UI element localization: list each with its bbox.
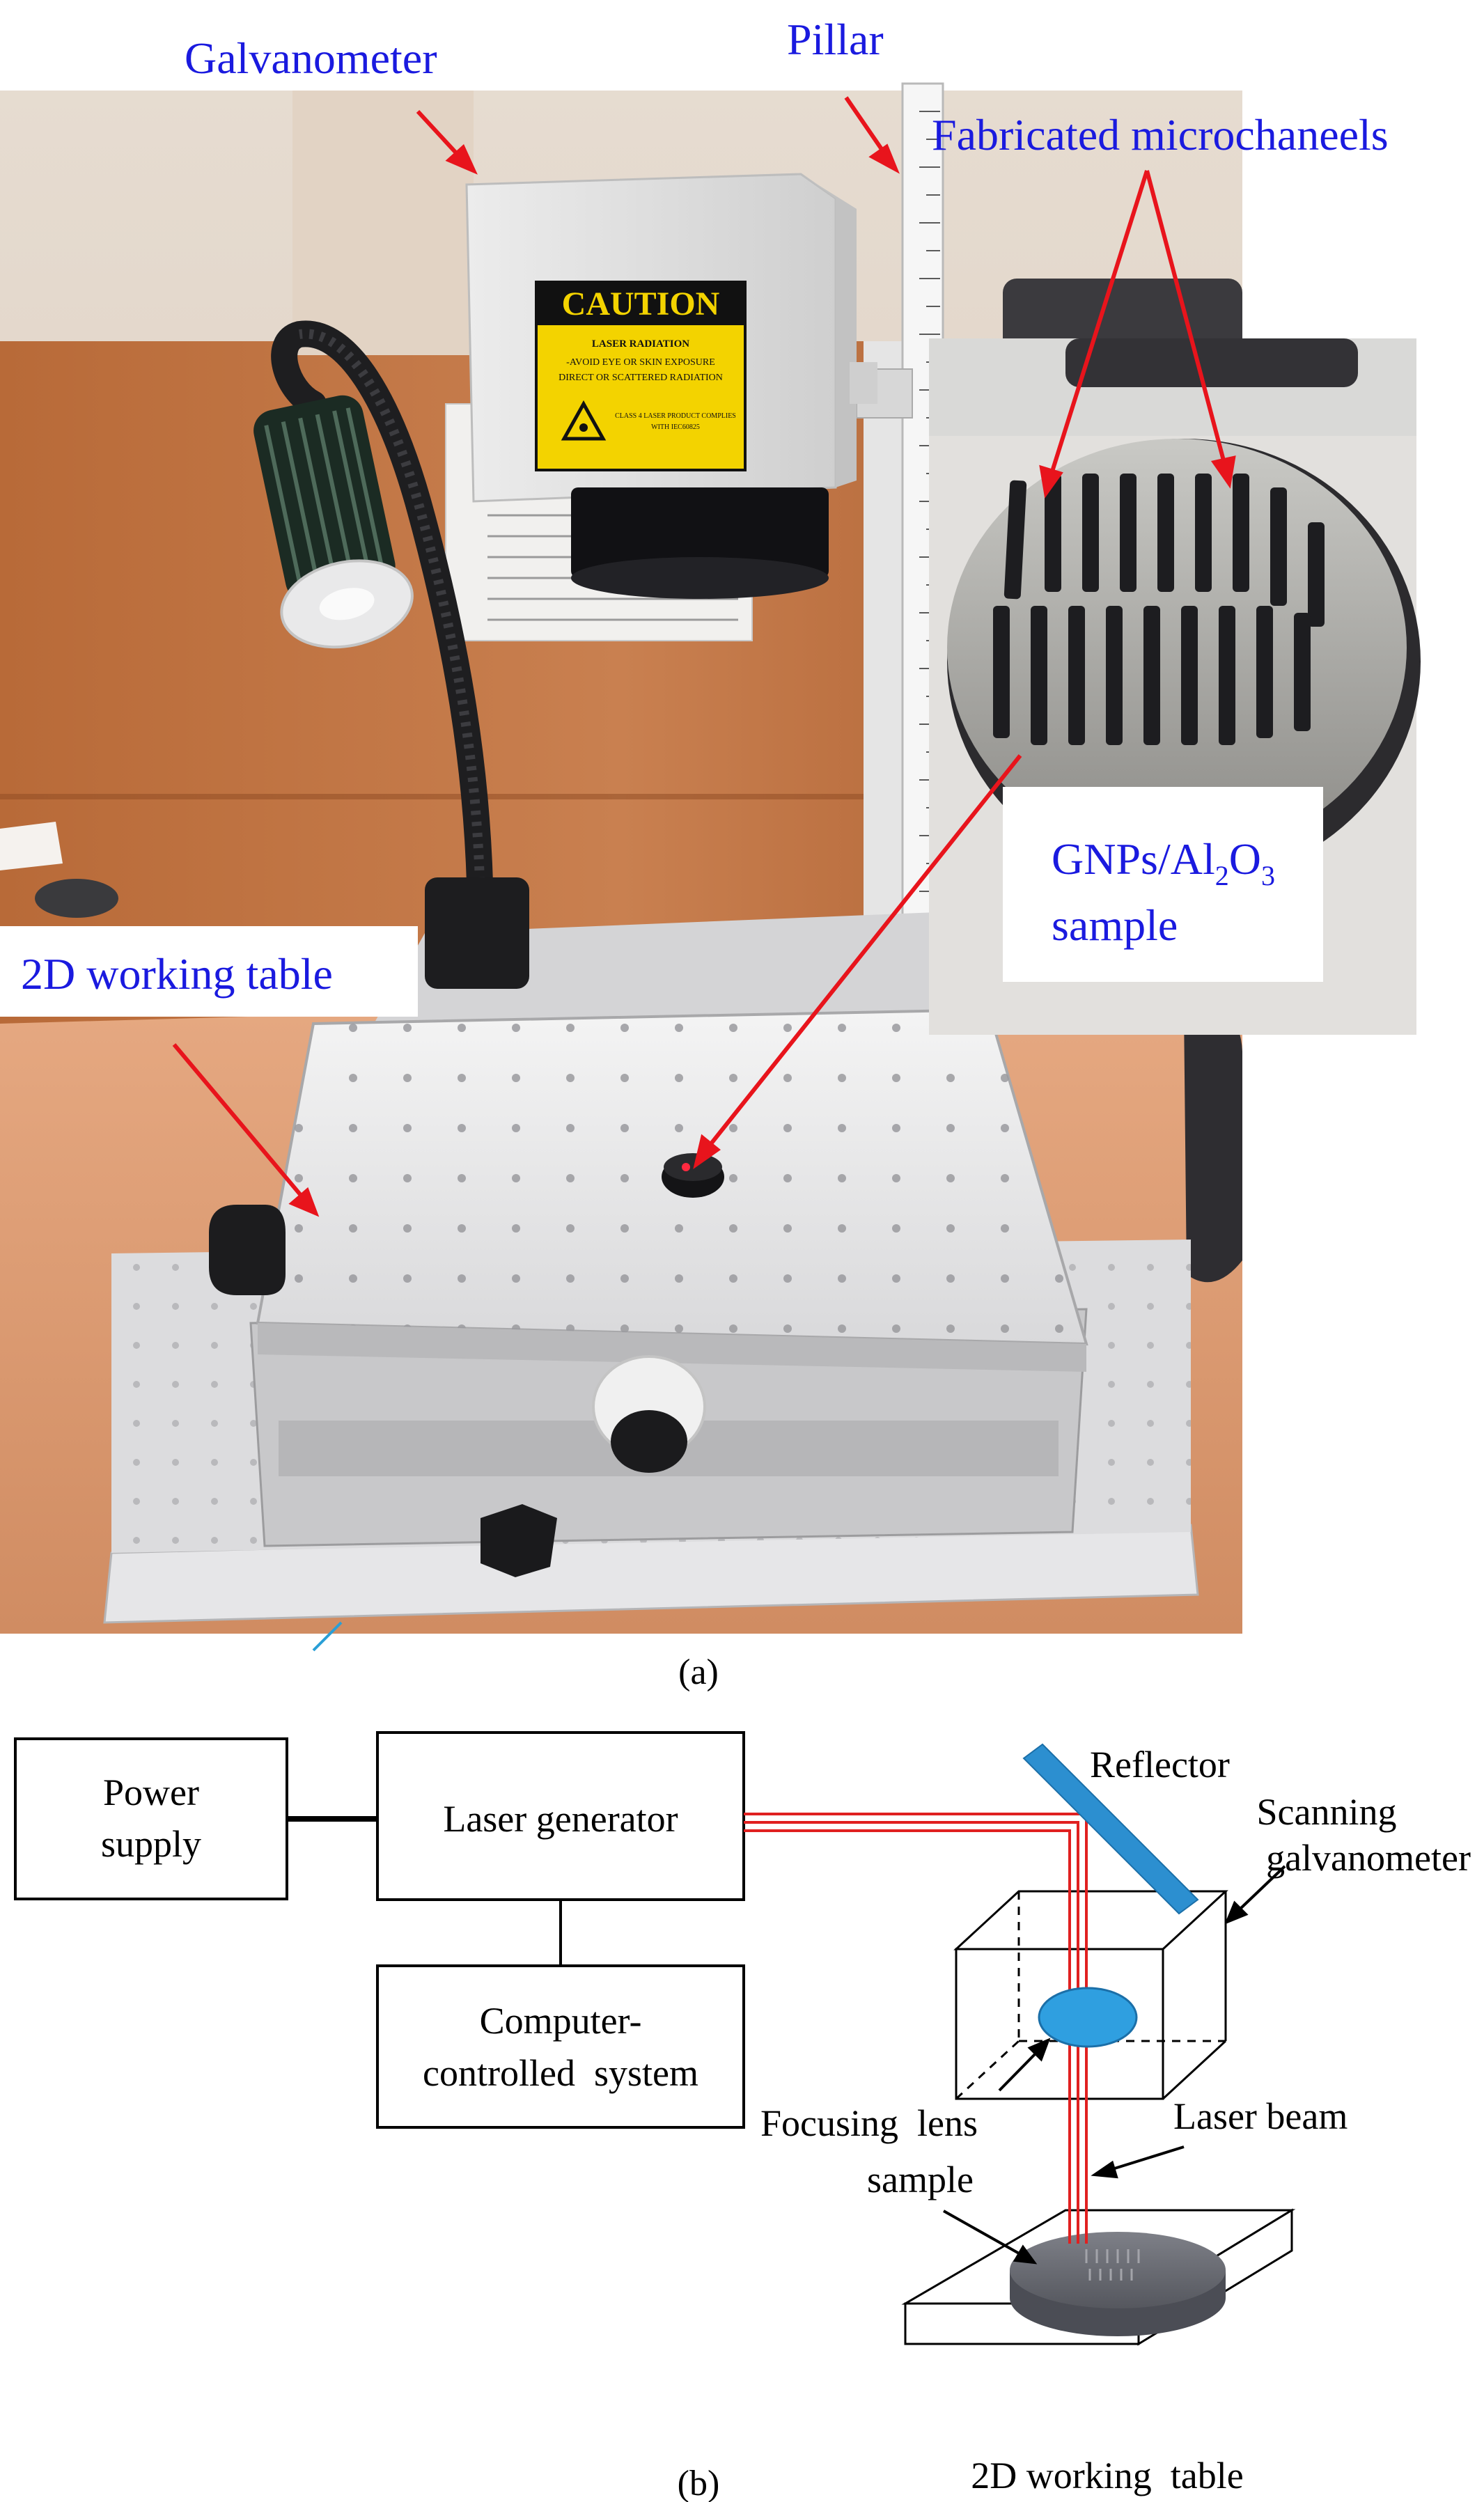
label-galvanometer: Galvanometer bbox=[185, 33, 437, 83]
arrow-lens-head bbox=[1027, 2038, 1051, 2062]
focusing-lens bbox=[1038, 1987, 1138, 2048]
photo-working-table bbox=[103, 1008, 1199, 1624]
scanning-galvanometer-box bbox=[953, 1890, 1228, 2100]
arrow-galvanometer bbox=[416, 109, 462, 159]
arrow-channel-1-head bbox=[1039, 464, 1063, 499]
arrow-sample bbox=[705, 754, 1022, 1150]
arrow-galvanometer-head bbox=[445, 144, 478, 175]
galvanometer-head: CAUTION LASER RADIATION -AVOID EYE OR SK… bbox=[465, 173, 877, 599]
schematic-labels: Power supply Laser generator Computer- c… bbox=[101, 1744, 1471, 2496]
arrow-channel-1 bbox=[1049, 170, 1149, 474]
arrow-scanning-head bbox=[1224, 1900, 1249, 1925]
arrow-table-head bbox=[288, 1187, 320, 1217]
arrow-channel-2 bbox=[1145, 170, 1226, 464]
photo-labels: Galvanometer Pillar Fabricated microchan… bbox=[21, 15, 1389, 999]
caution-line-5: WITH IEC60825 bbox=[651, 423, 700, 431]
small-blue-mark bbox=[312, 1621, 343, 1652]
label-sample: GNPs/Al2O3 bbox=[1052, 834, 1275, 891]
label-pillar: Pillar bbox=[787, 15, 884, 64]
wood-panel-line bbox=[0, 794, 1242, 799]
power-supply-line2: supply bbox=[101, 1823, 201, 1865]
laser-warning-triangle-icon bbox=[561, 400, 607, 441]
arrow-sample-head bbox=[693, 1134, 721, 1169]
arrow-sample-disk-head bbox=[1013, 2244, 1038, 2265]
computer-system-line1: Computer- bbox=[480, 2000, 642, 2042]
caution-line-3: DIRECT OR SCATTERED RADIATION bbox=[559, 373, 723, 383]
label-working-table: 2D working table bbox=[21, 949, 333, 999]
dark-object-lower-right bbox=[1184, 1007, 1242, 1283]
working-table-label: 2D working table bbox=[971, 2455, 1243, 2496]
arrow-beam-head bbox=[1091, 2160, 1118, 2179]
schematic-sample-disk bbox=[1010, 2232, 1226, 2336]
caution-line-2: -AVOID EYE OR SKIN EXPOSURE bbox=[566, 357, 715, 368]
caption-a: (a) bbox=[678, 1652, 719, 1692]
annotation-arrows bbox=[172, 96, 1236, 1217]
caution-sign: CAUTION LASER RADIATION -AVOID EYE OR SK… bbox=[535, 281, 747, 471]
arrow-beam bbox=[1109, 2145, 1185, 2171]
label-sample-line2: sample bbox=[1052, 900, 1178, 950]
sample-inset bbox=[929, 338, 1421, 1035]
scanning-line1: Scanning bbox=[1257, 1791, 1397, 1833]
caution-title: CAUTION bbox=[562, 286, 720, 322]
focusing-lens-label: Focusing lens bbox=[760, 2102, 978, 2144]
arrow-channel-2-head bbox=[1210, 455, 1236, 489]
computer-system-box bbox=[376, 1964, 745, 2129]
laser-beam-label: Laser beam bbox=[1173, 2095, 1348, 2137]
laser-generator-label: Laser generator bbox=[443, 1798, 678, 1840]
sample-label: sample bbox=[867, 2159, 974, 2200]
caution-line-1: LASER RADIATION bbox=[592, 338, 689, 350]
arrow-lens bbox=[998, 2051, 1038, 2092]
caution-line-4: CLASS 4 LASER PRODUCT COMPLIES bbox=[615, 412, 736, 420]
shelf bbox=[292, 91, 474, 355]
desk-grommet bbox=[35, 879, 118, 918]
arrow-pillar bbox=[844, 96, 887, 155]
power-supply-line1: Power bbox=[103, 1772, 199, 1813]
computer-system-line2: controlled system bbox=[423, 2052, 698, 2094]
photo-top-strip bbox=[0, 0, 1242, 91]
arrow-sample-disk bbox=[943, 2210, 1021, 2255]
reflector-label: Reflector bbox=[1090, 1744, 1230, 1785]
power-supply-box bbox=[14, 1737, 288, 1900]
caption-b: (b) bbox=[678, 2464, 720, 2502]
label-microchannels: Fabricated microchaneels bbox=[932, 110, 1389, 159]
microchannel-grooves bbox=[993, 474, 1325, 745]
paper-stack bbox=[0, 822, 63, 870]
arrow-scanning bbox=[1238, 1865, 1286, 1911]
reflector bbox=[1022, 1743, 1199, 1915]
arrow-table bbox=[172, 1043, 305, 1199]
schematic-arrows bbox=[943, 1865, 1286, 2265]
photo-panel: CAUTION LASER RADIATION -AVOID EYE OR SK… bbox=[0, 0, 1421, 1652]
scanning-line2: galvanometer bbox=[1266, 1837, 1471, 1879]
arrow-pillar-head bbox=[868, 143, 900, 174]
lamp bbox=[253, 320, 529, 989]
